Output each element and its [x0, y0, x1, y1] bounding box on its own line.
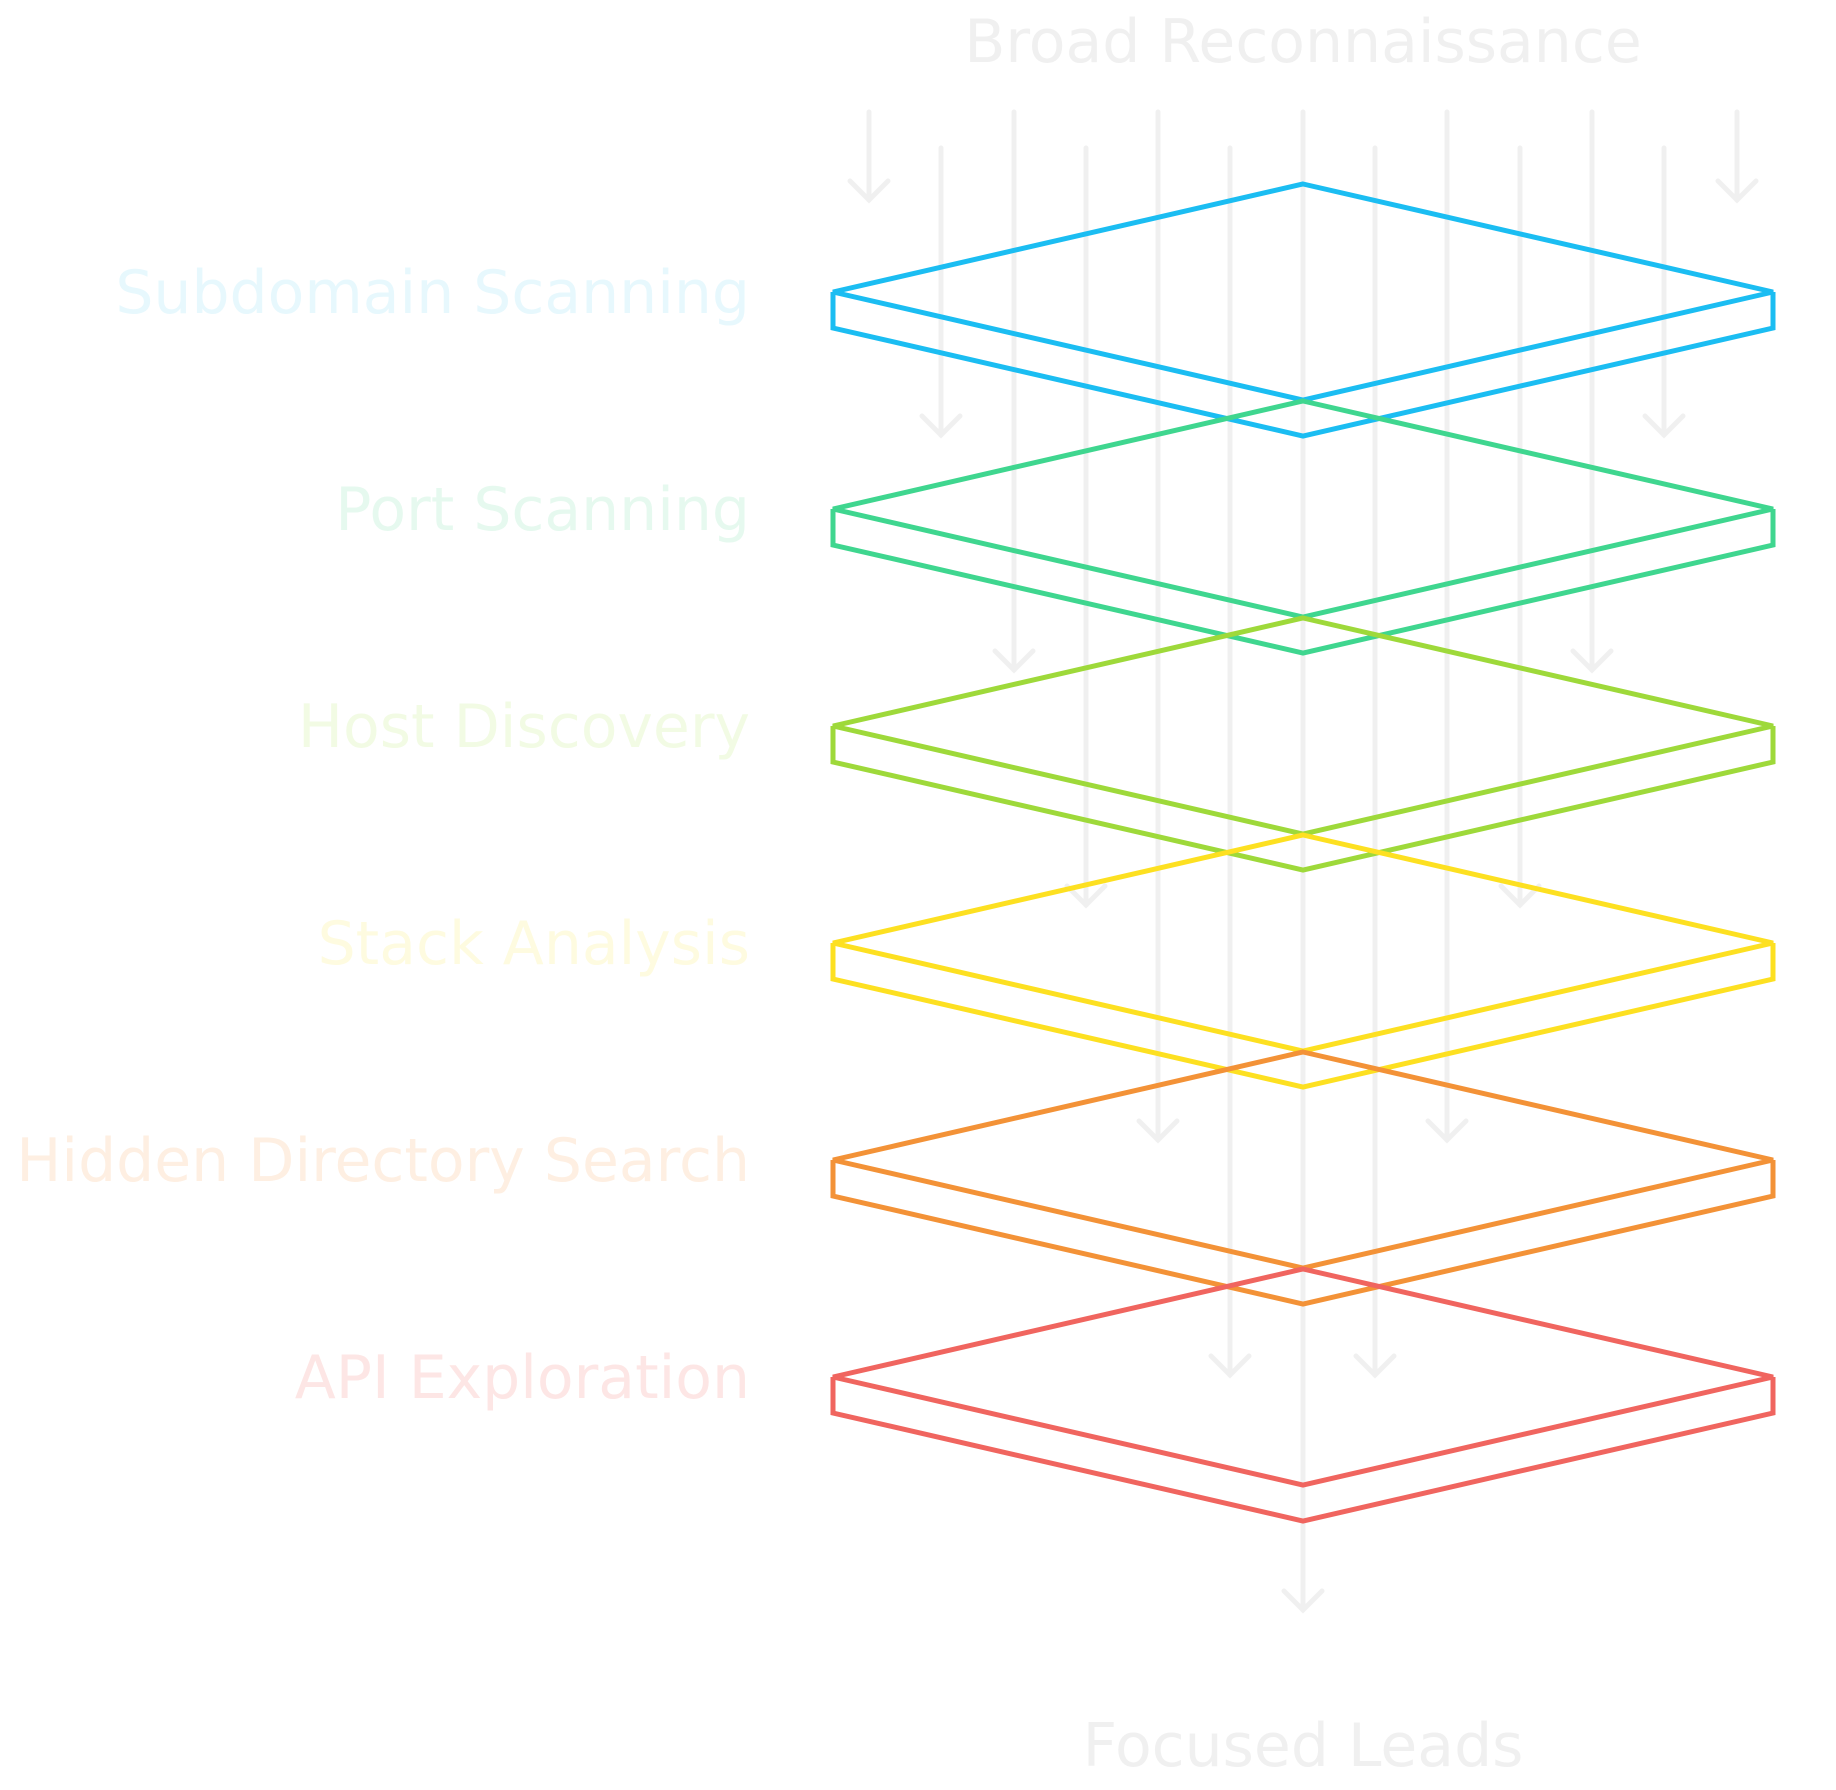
down-arrow-icon: [1353, 145, 1397, 1379]
down-arrow-icon: [1498, 145, 1542, 909]
down-arrow-icon: [1715, 109, 1759, 204]
down-arrow-icon: [1570, 109, 1614, 674]
down-arrow-icon: [1136, 109, 1180, 1144]
down-arrow-icon: [1208, 145, 1252, 1379]
down-arrow-icon: [919, 145, 963, 439]
stage-layer-6: [830, 1266, 1776, 1524]
arrows-layer: [847, 109, 1759, 1614]
stage-label-4: Stack Analysis: [318, 909, 750, 979]
stage-label-2: Port Scanning: [335, 475, 750, 545]
down-arrow-icon: [847, 109, 891, 204]
down-arrow-icon: [1642, 145, 1686, 439]
down-arrow-icon: [992, 109, 1036, 674]
stage-label-5: Hidden Directory Search: [16, 1126, 750, 1196]
bottom-label: Focused Leads: [1083, 1711, 1524, 1781]
down-arrow-icon: [1425, 109, 1469, 1144]
layers-layer: [830, 181, 1776, 1524]
down-arrow-icon: [1064, 145, 1108, 909]
stage-label-6: API Exploration: [295, 1343, 750, 1413]
down-arrow-icon: [1281, 109, 1325, 1614]
stage-label-3: Host Discovery: [298, 692, 750, 762]
labels-layer: Broad Reconnaissance Focused Leads Subdo…: [16, 7, 1641, 1781]
top-label: Broad Reconnaissance: [964, 7, 1641, 77]
stage-label-1: Subdomain Scanning: [115, 258, 750, 328]
